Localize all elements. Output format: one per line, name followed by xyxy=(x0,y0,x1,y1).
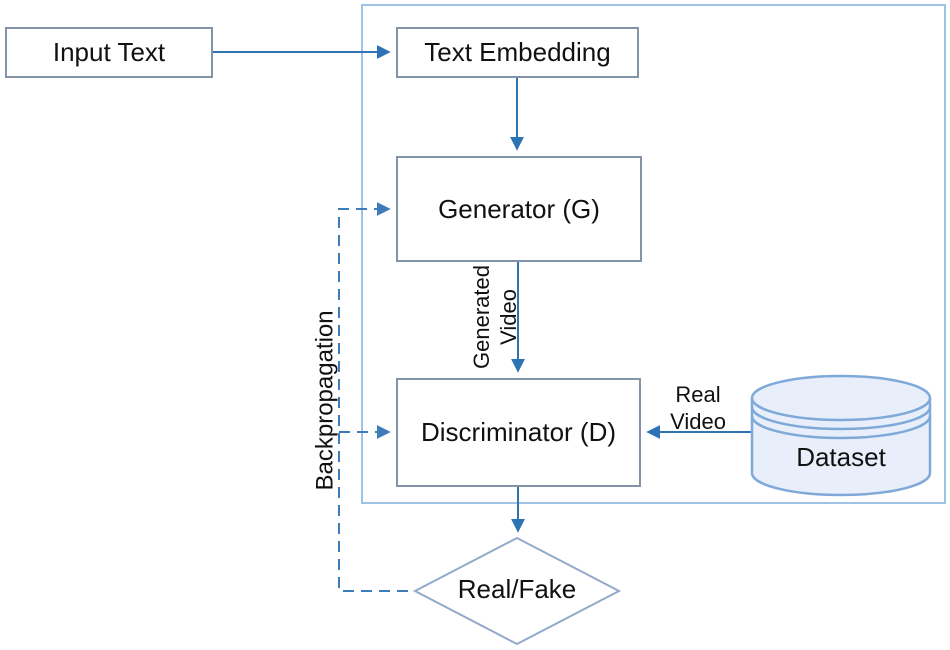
node-input-text: Input Text xyxy=(5,27,213,78)
edge-label-real-video: Real Video xyxy=(648,381,748,435)
generated-video-line2: Video xyxy=(496,289,521,345)
node-discriminator-label: Discriminator (D) xyxy=(421,417,616,447)
edge-label-generated-video: Generated Video xyxy=(468,257,522,377)
node-input-text-label: Input Text xyxy=(52,37,166,67)
dataset-cylinder xyxy=(750,374,932,497)
generated-video-line1: Generated xyxy=(469,265,494,369)
edge-label-backpropagation: Backpropagation xyxy=(311,310,339,491)
backprop-path-to-generator xyxy=(338,202,408,592)
node-dataset-label: Dataset xyxy=(796,442,886,472)
node-real-fake-label: Real/Fake xyxy=(457,574,577,604)
node-text-embedding: Text Embedding xyxy=(396,27,639,78)
real-video-line1: Real xyxy=(675,382,721,407)
node-generator-label: Generator (G) xyxy=(438,193,600,224)
real-video-line2: Video xyxy=(670,409,726,434)
decision-diamond xyxy=(412,536,622,646)
node-discriminator: Discriminator (D) xyxy=(396,378,641,487)
node-text-embedding-label: Text Embedding xyxy=(424,37,611,67)
node-generator: Generator (G) xyxy=(396,156,642,262)
gan-frame xyxy=(361,4,946,504)
